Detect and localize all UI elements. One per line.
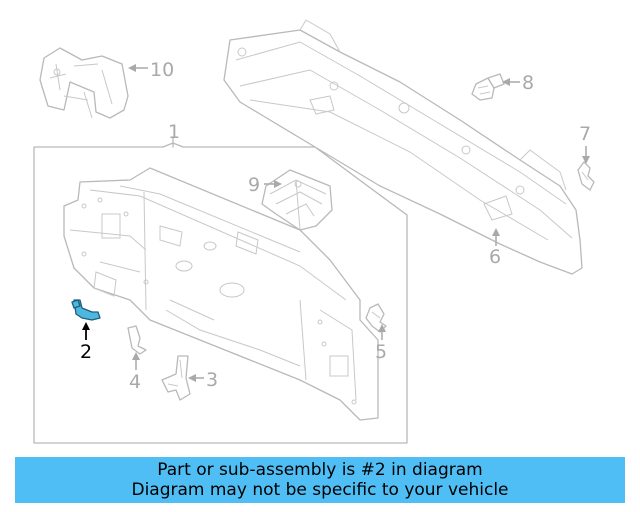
part-8-bolt[interactable]: [471, 73, 505, 101]
part-2-bracket-highlighted[interactable]: [71, 299, 101, 321]
callout-5[interactable]: 5: [375, 341, 387, 363]
part-1-rear-panel[interactable]: [63, 167, 379, 421]
leader-8: [502, 78, 520, 86]
part-3-bracket[interactable]: [161, 355, 191, 401]
callout-6[interactable]: 6: [489, 246, 501, 268]
leader-3: [188, 374, 204, 382]
leader-6: [492, 228, 500, 246]
leader-5: [378, 324, 386, 340]
callout-4[interactable]: 4: [129, 371, 141, 393]
part-6-cross-member[interactable]: [223, 19, 583, 275]
callout-1[interactable]: 1: [168, 121, 180, 143]
callout-2[interactable]: 2: [80, 341, 92, 363]
callout-10[interactable]: 10: [150, 59, 174, 81]
info-banner: Part or sub-assembly is #2 in diagram Di…: [15, 457, 625, 503]
callout-8[interactable]: 8: [522, 72, 534, 94]
callout-9[interactable]: 9: [248, 174, 260, 196]
callout-3[interactable]: 3: [206, 369, 218, 391]
callout-7[interactable]: 7: [579, 123, 591, 145]
leader-4: [132, 352, 140, 370]
part-7-clip[interactable]: [577, 161, 595, 191]
part-4-bracket[interactable]: [127, 325, 147, 355]
leader-2: [82, 322, 90, 340]
part-10-bracket[interactable]: [39, 47, 129, 119]
leader-10: [128, 64, 148, 72]
leader-7: [582, 146, 590, 164]
banner-line-1: Part or sub-assembly is #2 in diagram: [157, 460, 483, 480]
part-5-bracket[interactable]: [365, 303, 387, 333]
leader-9: [264, 180, 282, 188]
banner-line-2: Diagram may not be specific to your vehi…: [131, 480, 509, 500]
